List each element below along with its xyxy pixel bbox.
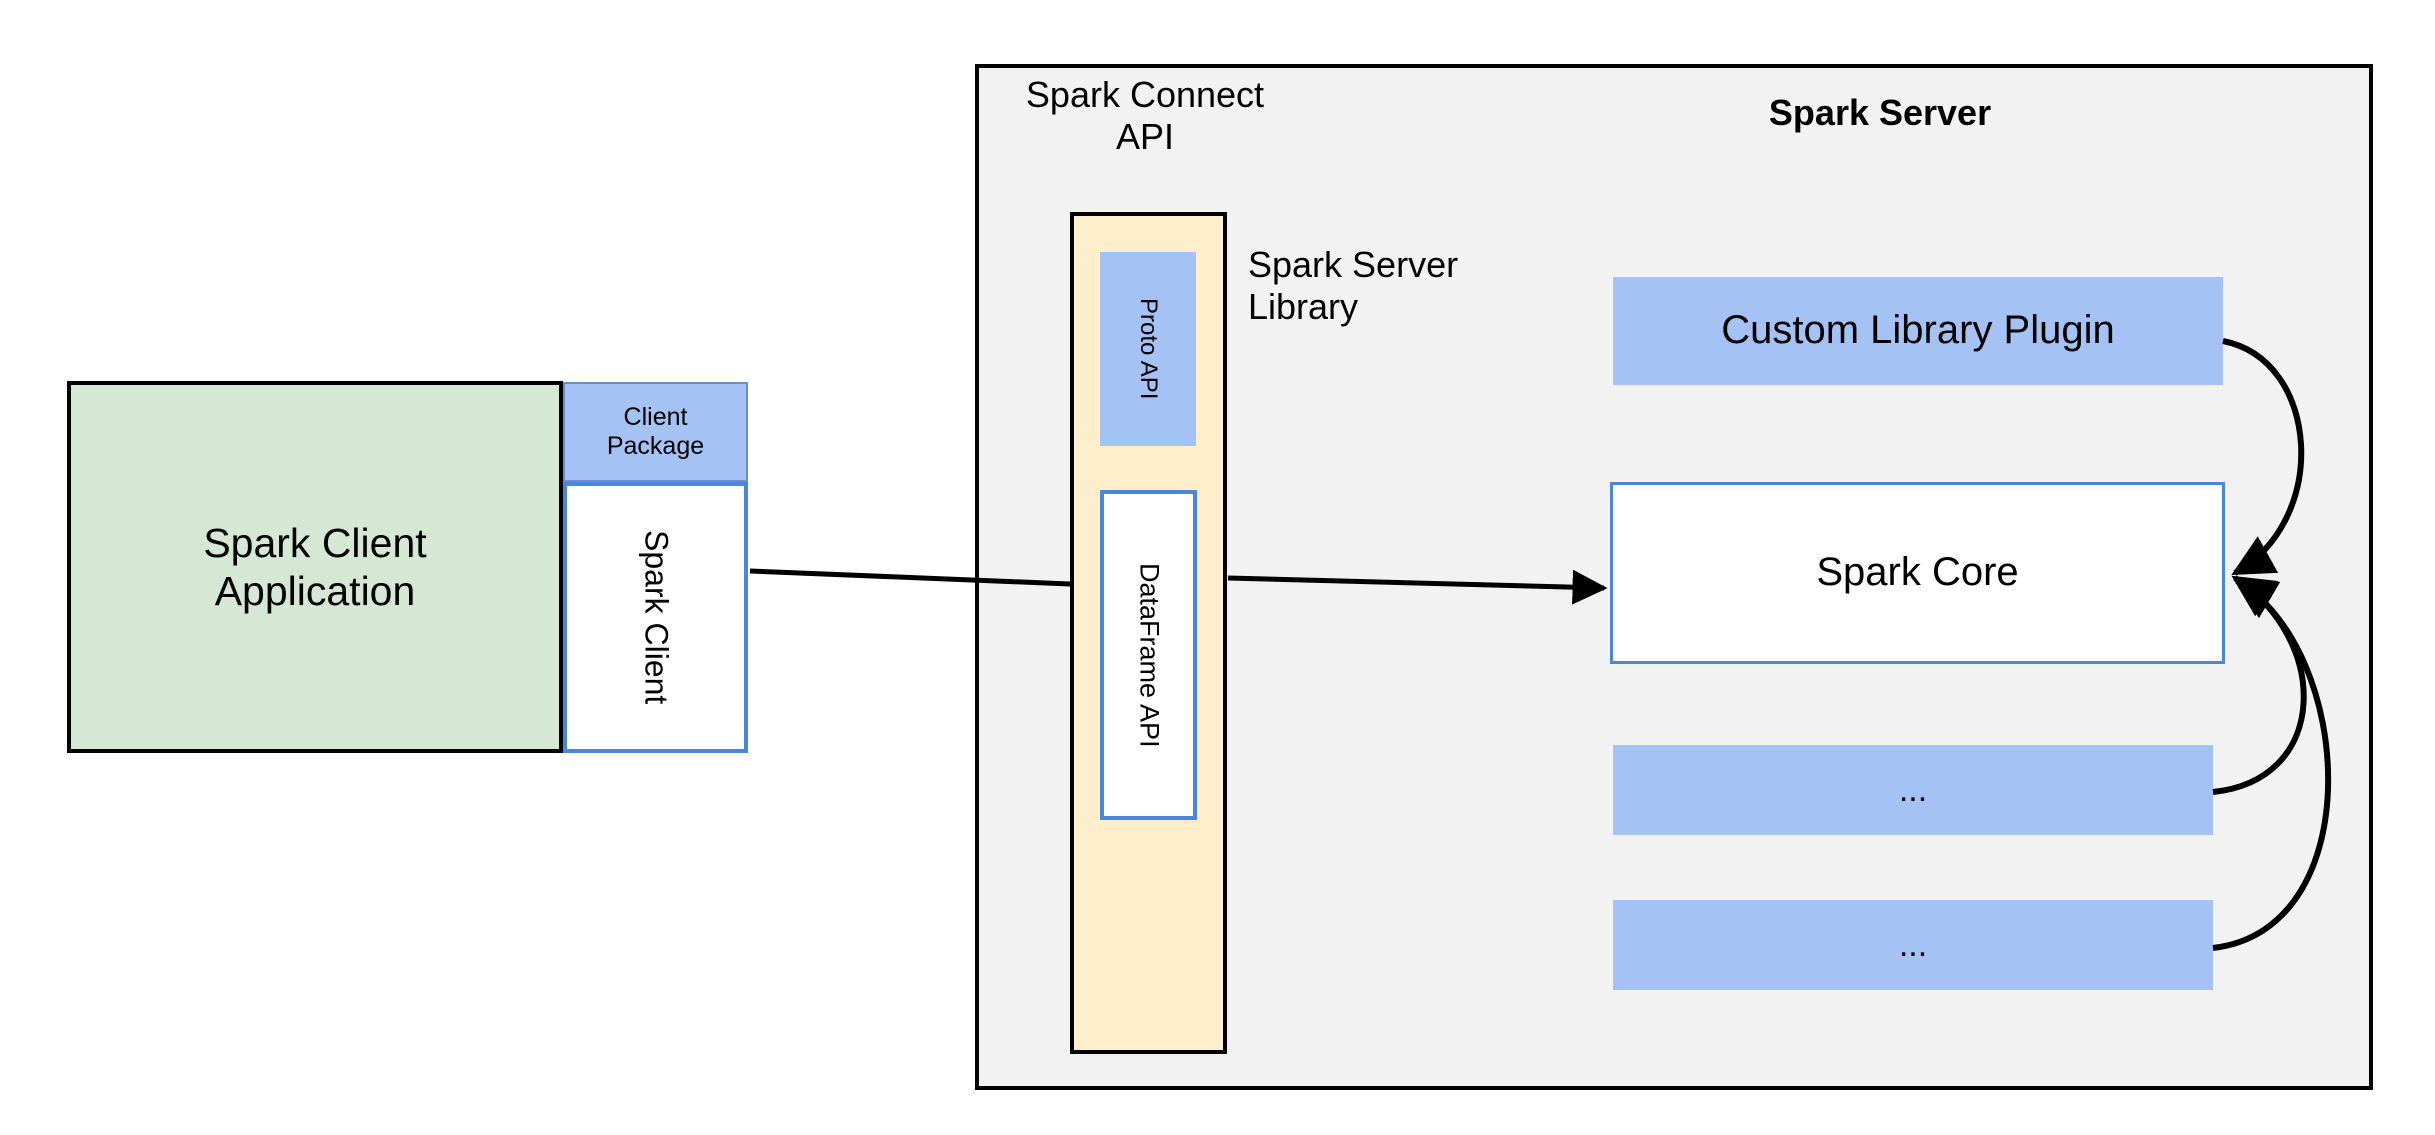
spark-core-label: Spark Core [1816,550,2019,595]
spark-server-library-label: Spark Server Library [1248,244,1578,344]
spark-client-application-line2: Application [214,568,416,614]
client-package-label: Client Package [607,403,704,462]
spark-client-label: Spark Client [638,530,675,705]
spark-connect-api-label: Spark Connect API [1000,66,1290,158]
spark-server-library-line2: Library [1248,286,1359,328]
server-block-ellipsis-one-label: ... [1898,770,1928,809]
spark-core-box[interactable]: Spark Core [1610,482,2225,664]
spark-client-application-box[interactable]: Spark Client Application [67,381,563,753]
spark-server-title: Spark Server [1768,91,1992,133]
spark-client-application-label: Spark Client Application [203,519,426,616]
spark-client-application-line1: Spark Client [203,519,427,566]
spark-server-library-line1: Spark Server [1248,244,1459,285]
custom-library-plugin-box[interactable]: Custom Library Plugin [1613,277,2223,385]
server-block-ellipsis-two[interactable]: ... [1613,900,2213,990]
custom-library-plugin-label: Custom Library Plugin [1721,308,2115,353]
proto-api-label: Proto API [1135,298,1163,400]
client-package-box[interactable]: Client Package [563,382,748,482]
dataframe-api-box[interactable]: DataFrame API [1100,490,1197,820]
client-package-line1: Client [623,402,688,431]
dataframe-api-label: DataFrame API [1134,562,1165,748]
server-block-ellipsis-one[interactable]: ... [1613,745,2213,835]
server-block-ellipsis-two-label: ... [1898,925,1928,964]
spark-connect-api-line1: Spark Connect [1025,74,1265,115]
spark-connect-api-line2: API [1115,116,1175,158]
spark-client-box[interactable]: Spark Client [563,482,748,753]
proto-api-box[interactable]: Proto API [1100,252,1196,446]
client-package-line2: Package [606,432,705,460]
